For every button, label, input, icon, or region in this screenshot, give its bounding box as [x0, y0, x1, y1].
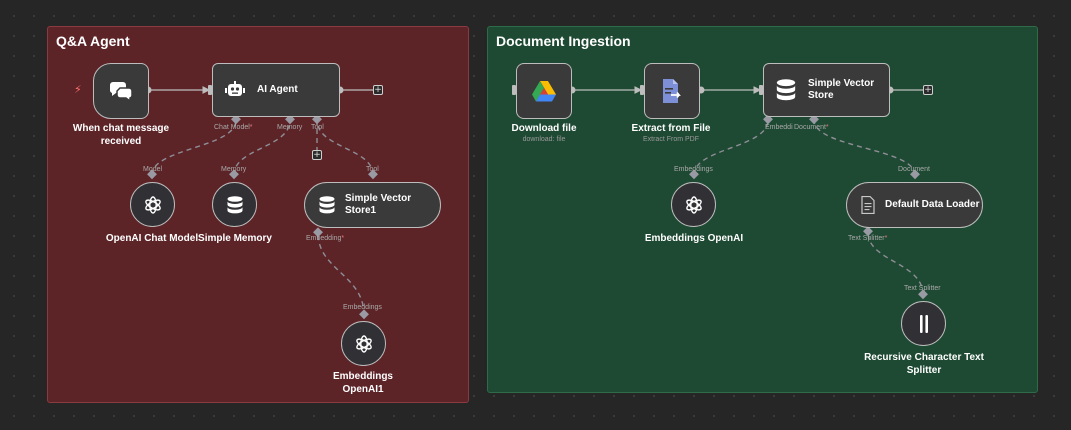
- embeddings-openai1-node[interactable]: [341, 321, 386, 366]
- port-label-tool-sub: Tool: [366, 166, 379, 173]
- port-label-model: Model: [143, 166, 163, 173]
- simple-memory-label: Simple Memory: [198, 233, 272, 244]
- add-node-button[interactable]: +: [373, 85, 383, 95]
- port-label-embeddings-sub: Embeddings: [674, 166, 713, 173]
- port-label-embeddings: Embeddings: [343, 304, 382, 311]
- openai-chat-model-node[interactable]: [130, 182, 175, 227]
- extract-from-file-label: Extract from File: [631, 123, 711, 134]
- port-label-memory: Memory: [277, 124, 303, 131]
- port-label-chat-model: Chat Model*: [214, 124, 253, 131]
- database-icon: [227, 195, 243, 214]
- chat-trigger-label: When chat message received: [72, 123, 170, 147]
- download-file-node[interactable]: [516, 63, 572, 119]
- port-label-text-splitter-sub: Text Splitter: [904, 285, 941, 292]
- port-label-document-sub: Document: [898, 166, 930, 173]
- add-tool-button[interactable]: +: [312, 150, 322, 160]
- embeddings-openai-label: Embeddings OpenAI: [644, 233, 744, 244]
- sticky-title: Q&A Agent: [56, 33, 130, 49]
- sticky-title: Document Ingestion: [496, 33, 631, 49]
- embeddings-openai-node[interactable]: [671, 182, 716, 227]
- download-file-label: Download file: [511, 123, 577, 134]
- embeddings-openai1-label: Embeddings OpenAI1: [332, 371, 393, 395]
- simple-vector-store-title: Simple Vector Store: [808, 77, 875, 102]
- port-label-memory-sub: Memory: [221, 166, 247, 173]
- openai-icon: [142, 194, 164, 216]
- port-label-document: Document*: [794, 124, 829, 131]
- simple-vector-store1-node[interactable]: Simple Vector Store1: [304, 182, 441, 228]
- port-label-tool: Tool: [311, 124, 324, 131]
- robot-icon: [225, 81, 245, 99]
- add-node-button[interactable]: +: [923, 85, 933, 95]
- extract-from-file-node[interactable]: [644, 63, 700, 119]
- split-columns-icon: [918, 314, 930, 333]
- ai-agent-node[interactable]: AI Agent: [212, 63, 340, 117]
- default-data-loader-node[interactable]: Default Data Loader: [846, 182, 983, 228]
- google-drive-icon: [532, 80, 556, 102]
- chat-bubbles-icon: [108, 80, 134, 102]
- simple-vector-store1-title: Simple Vector Store1: [345, 192, 412, 217]
- database-icon: [319, 196, 335, 214]
- default-data-loader-title: Default Data Loader: [885, 198, 980, 210]
- port-label-text-splitter: Text Splitter*: [848, 235, 888, 242]
- recursive-character-text-splitter-node[interactable]: [901, 301, 946, 346]
- openai-icon: [353, 333, 375, 355]
- ai-agent-title: AI Agent: [257, 83, 298, 95]
- chat-trigger-node[interactable]: [93, 63, 149, 119]
- simple-vector-store-node[interactable]: Simple Vector Store: [763, 63, 890, 117]
- extract-from-file-subtitle: Extract From PDF: [642, 136, 699, 143]
- database-icon: [776, 79, 796, 101]
- simple-memory-node[interactable]: [212, 182, 257, 227]
- document-icon: [861, 196, 875, 214]
- recursive-character-text-splitter-label: Recursive Character Text Splitter: [864, 352, 984, 376]
- file-extract-icon: [661, 79, 683, 103]
- openai-icon: [683, 194, 705, 216]
- download-file-subtitle: download: file: [522, 136, 566, 143]
- openai-chat-model-label: OpenAI Chat Model: [105, 233, 199, 244]
- port-label-embedding: Embedding*: [306, 235, 345, 242]
- port-label-embeddi: Embeddi: [765, 124, 793, 131]
- trigger-bolt-icon: ⚡: [74, 83, 82, 96]
